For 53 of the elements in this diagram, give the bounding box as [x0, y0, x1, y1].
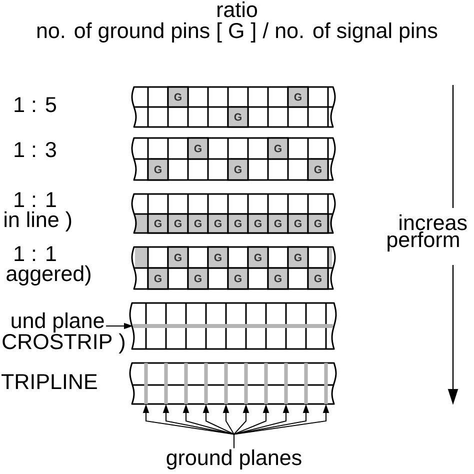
row-label: 1 : 5 [14, 97, 56, 112]
ground-pin-cell: G [187, 213, 209, 234]
row-label: TRIPLINE [2, 374, 97, 389]
ground-plane [204, 363, 208, 404]
ground-plane [244, 363, 248, 404]
row-label: 1 : 1 [14, 246, 56, 261]
ground-pin-cell: G [167, 246, 189, 269]
heading: no. of ground pins [ G ] / no. of signal pins [37, 22, 438, 42]
ground-plane [184, 363, 188, 404]
ground-pin-cell: G [267, 213, 289, 234]
ground-pin-cell: G [147, 213, 169, 234]
ground-plane [304, 363, 308, 404]
ground-pin-cell: G [307, 267, 329, 290]
leader-label: ground planes [166, 449, 302, 470]
ground-pin-cell: G [247, 213, 269, 234]
ground-pin-cell: G [267, 137, 289, 160]
ground-plane [164, 363, 168, 404]
heading: ratio [218, 1, 257, 18]
ground-pin-cell: G [167, 86, 189, 108]
ground-plane [324, 363, 328, 404]
ground-pin-cell: G [147, 158, 169, 181]
ground-pin-cell: G [147, 267, 169, 290]
ground-pin-cell: G [227, 267, 249, 290]
ground-pin-cell: G [167, 213, 189, 234]
row-label: 1 : 3 [14, 142, 56, 158]
row-label: in line ) [4, 211, 72, 232]
ground-plane [144, 363, 148, 404]
row-label: 1 : 1 [14, 192, 56, 207]
ground-plane [284, 363, 288, 404]
pin-grid [129, 302, 337, 350]
ground-pin-cell: G [187, 267, 209, 290]
ground-pin-cell: G [187, 137, 209, 160]
ground-plane [133, 324, 333, 328]
leader-label: und plane [12, 312, 104, 332]
ground-pin-cell: G [287, 246, 309, 269]
ground-pin-cell: G [307, 158, 329, 181]
row-label: CROSTRIP ) [2, 333, 124, 354]
ground-pin-cell: G [207, 213, 229, 234]
ground-pin-cell: G [247, 246, 269, 269]
ground-plane [224, 363, 228, 404]
ground-pin-cell: G [227, 158, 249, 181]
pin-grid [129, 362, 337, 405]
arrow-label: perform [388, 231, 459, 252]
ground-pin-cell: G [227, 213, 249, 234]
row-label: aggered) [6, 265, 90, 286]
ground-pin-cell: G [307, 213, 329, 234]
ground-plane [264, 363, 268, 404]
ground-pin-cell: G [267, 267, 289, 290]
ground-pin-cell: G [287, 213, 309, 234]
ground-pin-cell: G [207, 246, 229, 269]
ground-pin-cell: G [227, 106, 249, 128]
arrow-label: increas [400, 214, 467, 230]
ground-pin-cell: G [287, 86, 309, 108]
